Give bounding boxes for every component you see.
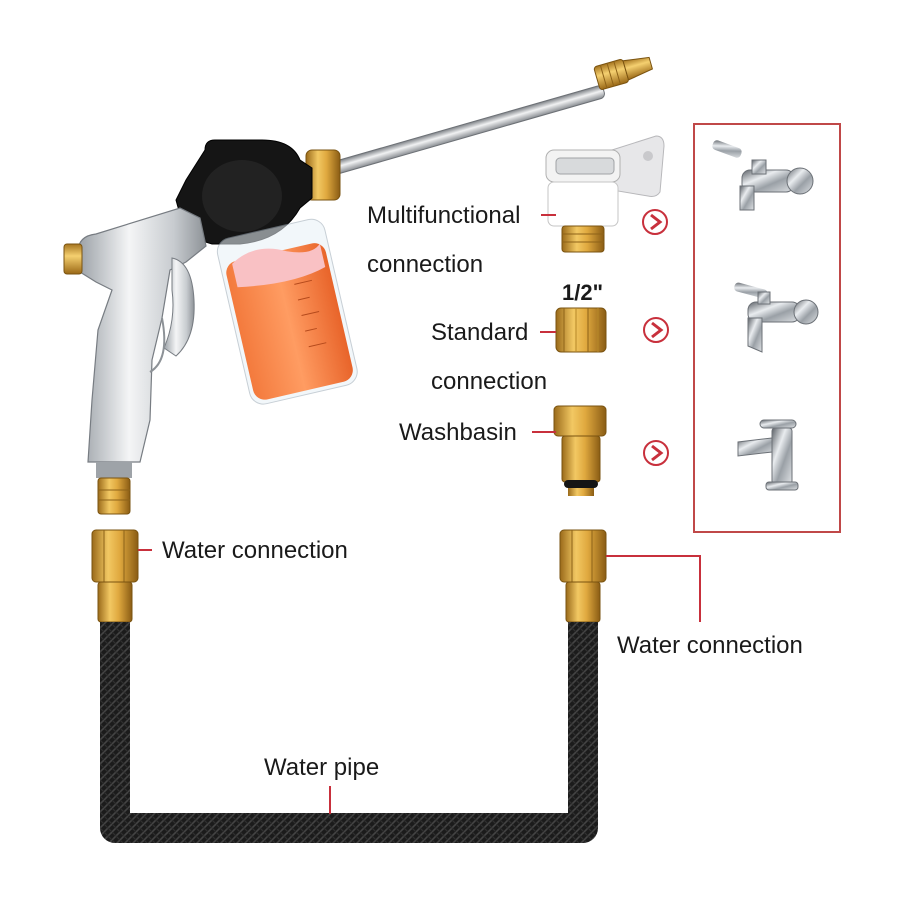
basin-mixer-icon: [737, 419, 799, 491]
label-standard: Standard: [431, 319, 529, 346]
right-water-connector: [559, 529, 607, 623]
label-water-pipe: Water pipe: [264, 754, 380, 781]
gun-trigger: [163, 257, 195, 357]
foam-bottle: [216, 218, 358, 405]
label-half-inch: 1/2": [562, 280, 604, 305]
arrow-icon-2: [643, 317, 669, 343]
standard-adapter: [555, 307, 607, 353]
gun-quick-connector: [96, 462, 132, 515]
label-washbasin: Washbasin: [399, 419, 517, 446]
label-water-connection-left: Water connection: [162, 537, 348, 564]
leader-line-water-right: [606, 555, 701, 622]
gun-handle: [77, 207, 207, 463]
spray-gun: [63, 56, 654, 515]
brass-knob: [63, 243, 83, 275]
label-standard-connection: connection: [431, 368, 548, 395]
washbasin-adapter: [553, 405, 607, 496]
wall-tap-icon: [712, 140, 814, 211]
water-pipe-hose: [100, 622, 598, 843]
brass-nozzle: [593, 56, 654, 90]
label-water-connection-right: Water connection: [617, 632, 803, 659]
mop-tap-icon: [734, 282, 819, 353]
arrow-icon-3: [643, 440, 669, 466]
left-water-connector: [91, 529, 139, 623]
label-multifunctional-connection: connection: [367, 251, 484, 278]
label-multifunctional: Multifunctional: [367, 202, 521, 229]
multifunctional-adapter: [545, 135, 665, 253]
arrow-icon-1: [642, 209, 668, 235]
faucet-frame: [693, 123, 841, 533]
